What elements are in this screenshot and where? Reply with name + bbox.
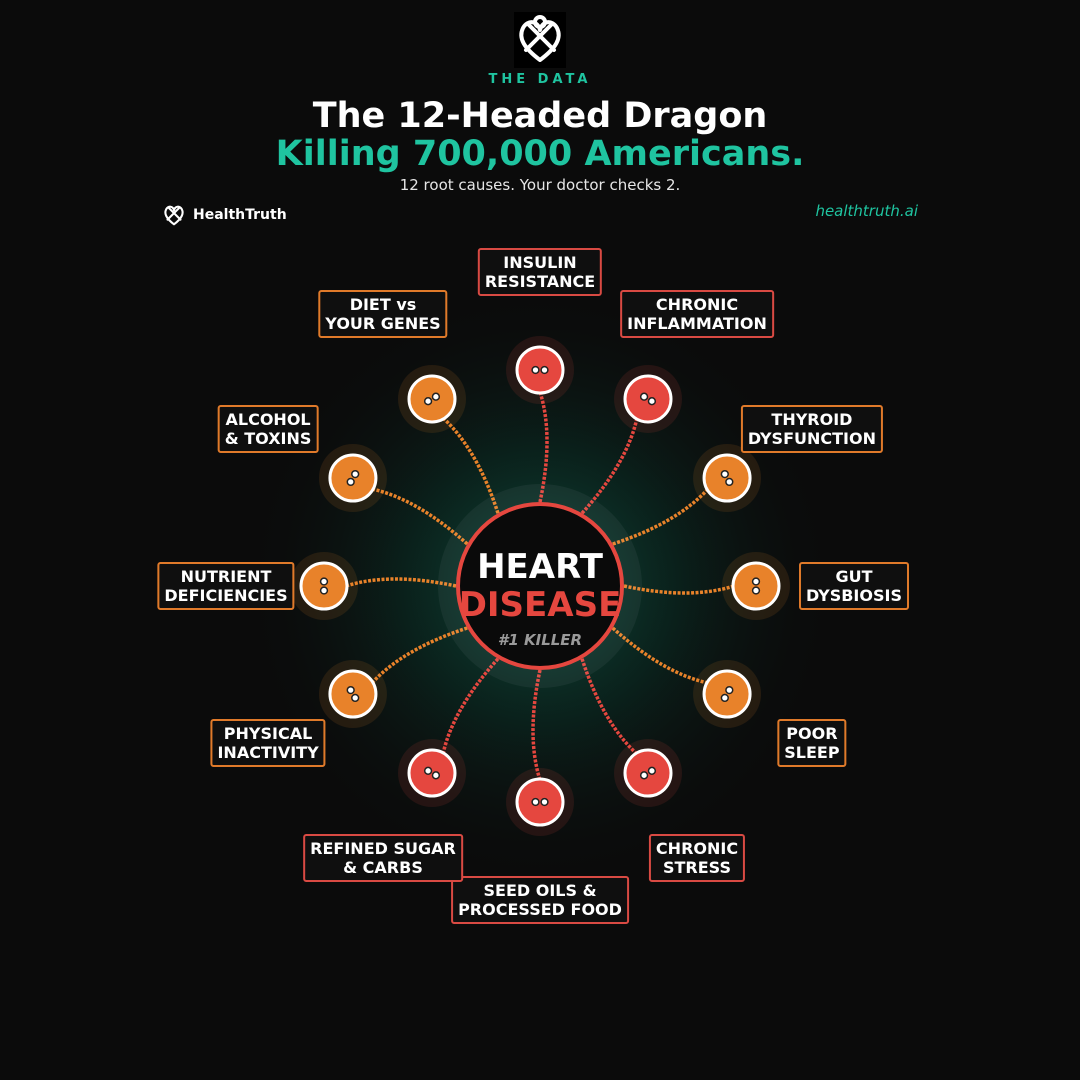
neck-thyroid-dysfunction bbox=[612, 487, 710, 546]
center-caption: #1 KILLER bbox=[498, 631, 582, 649]
cause-label-seed-oils-processed-food: SEED OILS & PROCESSED FOOD bbox=[451, 876, 629, 924]
neck-seed-oils-processed-food bbox=[531, 669, 542, 781]
head-poor-sleep bbox=[693, 660, 762, 728]
center-subtitle: DISEASE bbox=[459, 585, 622, 625]
page-title-highlight: Killing 700,000 Americans. bbox=[275, 134, 805, 174]
head-chronic-stress bbox=[614, 739, 682, 808]
page-title: The 12-Headed Dragon bbox=[312, 96, 768, 136]
dragon-heads bbox=[290, 336, 790, 836]
head-alcohol-toxins bbox=[318, 444, 387, 512]
knot-heart-logo-icon bbox=[514, 12, 566, 68]
cause-label-alcohol-toxins: ALCOHOL & TOXINS bbox=[217, 405, 319, 453]
cause-label-insulin-resistance: INSULIN RESISTANCE bbox=[477, 248, 603, 296]
cause-label-refined-sugar-carbs: REFINED SUGAR & CARBS bbox=[303, 833, 463, 882]
cause-label-diet-vs-your-genes: DIET vs YOUR GENES bbox=[318, 290, 448, 339]
brand-name: HealthTruth bbox=[193, 207, 287, 223]
healthtruth-logo-icon bbox=[164, 205, 184, 226]
neck-nutrient-deficiencies bbox=[345, 577, 457, 588]
cause-label-chronic-stress: CHRONIC STRESS bbox=[648, 833, 746, 882]
head-seed-oils-processed-food bbox=[506, 768, 574, 836]
eyebrow-label: THE DATA bbox=[488, 72, 592, 87]
head-thyroid-dysfunction bbox=[693, 444, 762, 512]
center-node: HEART DISEASE #1 KILLER bbox=[438, 484, 642, 688]
cause-label-gut-dysbiosis: GUT DYSBIOSIS bbox=[799, 562, 909, 610]
cause-label-poor-sleep: POOR SLEEP bbox=[777, 719, 847, 767]
head-insulin-resistance bbox=[506, 336, 574, 404]
connector-lines bbox=[345, 391, 735, 781]
neck-gut-dysbiosis bbox=[623, 584, 735, 595]
neck-physical-inactivity bbox=[370, 626, 468, 685]
cause-label-chronic-inflammation: CHRONIC INFLAMMATION bbox=[620, 290, 774, 339]
head-nutrient-deficiencies bbox=[290, 552, 358, 620]
center-title: HEART bbox=[477, 547, 604, 587]
head-gut-dysbiosis bbox=[722, 552, 790, 620]
brand: HealthTruth bbox=[161, 202, 287, 228]
neck-alcohol-toxins bbox=[371, 487, 469, 546]
neck-insulin-resistance bbox=[538, 391, 549, 503]
head-diet-vs-your-genes bbox=[398, 364, 466, 433]
head-refined-sugar-carbs bbox=[398, 739, 466, 808]
neck-refined-sugar-carbs bbox=[441, 657, 500, 755]
neck-poor-sleep bbox=[611, 626, 709, 685]
cause-label-thyroid-dysfunction: THYROID DYSFUNCTION bbox=[740, 405, 883, 453]
head-chronic-inflammation bbox=[614, 364, 682, 433]
neck-chronic-inflammation bbox=[580, 417, 639, 515]
page-subtitle: 12 root causes. Your doctor checks 2. bbox=[399, 176, 681, 194]
cause-label-nutrient-deficiencies: NUTRIENT DEFICIENCIES bbox=[157, 562, 295, 610]
head-physical-inactivity bbox=[318, 660, 387, 728]
cause-label-physical-inactivity: PHYSICAL INACTIVITY bbox=[210, 719, 326, 767]
neck-diet-vs-your-genes bbox=[441, 416, 500, 514]
neck-chronic-stress bbox=[580, 658, 639, 756]
website-url: healthtruth.ai bbox=[815, 202, 918, 220]
